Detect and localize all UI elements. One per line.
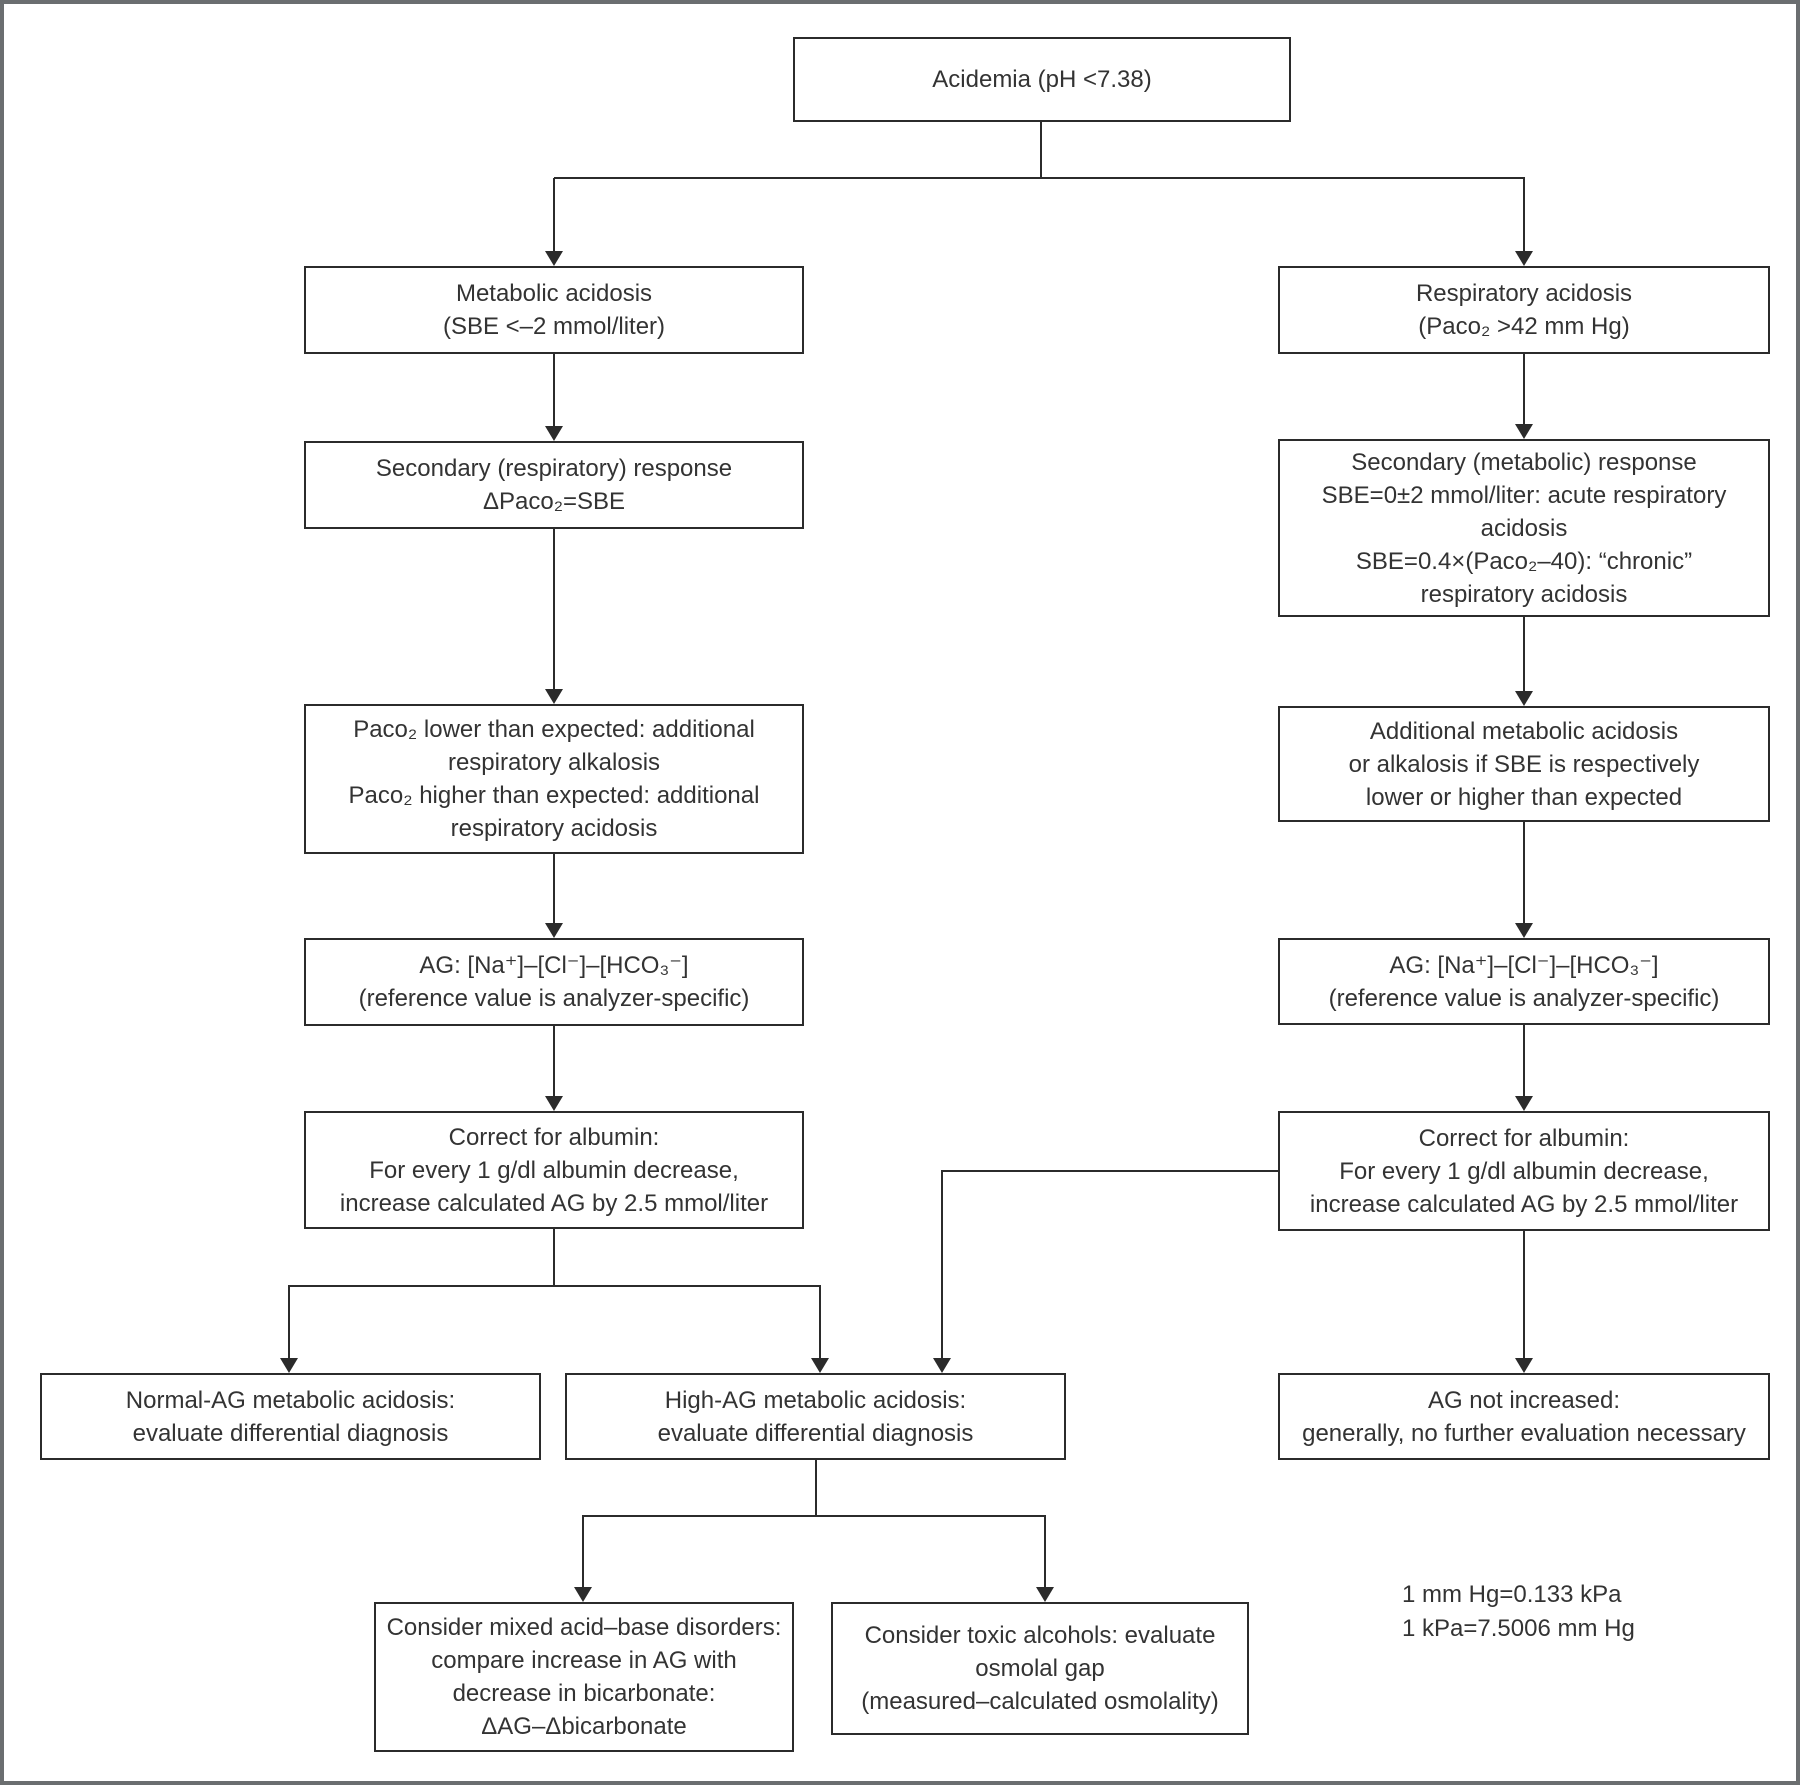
box-ag-not-increased: AG not increased: generally, no further … — [1278, 1373, 1770, 1460]
connector-cross-down — [941, 1171, 943, 1360]
box-correct-albumin-left: Correct for albumin: For every 1 g/dl al… — [304, 1111, 804, 1229]
box-secondary-respiratory: Secondary (respiratory) response ΔPaco₂=… — [304, 441, 804, 529]
box-paco2-expected: Paco₂ lower than expected: additional re… — [304, 704, 804, 854]
arrowhead-into-secondary-metabolic — [1515, 424, 1533, 439]
box-correct-albumin-right: Correct for albumin: For every 1 g/dl al… — [1278, 1111, 1770, 1231]
connector-to-normal-ag — [288, 1286, 290, 1360]
box-toxic-alcohols: Consider toxic alcohols: evaluate osmola… — [831, 1602, 1249, 1735]
connector-correct-left-split — [288, 1285, 821, 1287]
arrowhead-into-correct-right — [1515, 1096, 1533, 1111]
connector-to-toxic-alcohols — [1044, 1516, 1046, 1589]
connector-respiratory-to-secondary — [1523, 354, 1525, 426]
box-normal-ag: Normal-AG metabolic acidosis: evaluate d… — [40, 1373, 541, 1460]
arrowhead-into-normal-ag — [280, 1358, 298, 1373]
box-anion-gap-left: AG: [Na⁺]–[Cl⁻]–[HCO₃⁻] (reference value… — [304, 938, 804, 1026]
arrowhead-into-mixed-disorders — [574, 1587, 592, 1602]
connector-to-high-ag-left — [819, 1286, 821, 1360]
arrowhead-into-ag-right — [1515, 923, 1533, 938]
box-acidemia: Acidemia (pH <7.38) — [793, 37, 1291, 122]
arrowhead-into-toxic-alcohols — [1036, 1587, 1054, 1602]
connector-to-mixed-disorders — [582, 1516, 584, 1589]
arrowhead-into-ag-left — [545, 923, 563, 938]
connector-correct-right-stem — [1523, 1231, 1525, 1360]
connector-high-ag-split — [582, 1515, 1046, 1517]
arrowhead-into-respiratory — [1515, 251, 1533, 266]
arrowhead-into-correct-left — [545, 1096, 563, 1111]
arrowhead-into-high-ag-right — [933, 1358, 951, 1373]
box-high-ag: High-AG metabolic acidosis: evaluate dif… — [565, 1373, 1066, 1460]
connector-additional-to-ag — [1523, 822, 1525, 925]
box-additional-metabolic: Additional metabolic acidosis or alkalos… — [1278, 706, 1770, 822]
box-anion-gap-right: AG: [Na⁺]–[Cl⁻]–[HCO₃⁻] (reference value… — [1278, 938, 1770, 1025]
connector-correct-left-stem — [553, 1229, 555, 1287]
connector-metabolic-to-secondary — [553, 354, 555, 428]
arrowhead-into-ag-not-increased — [1515, 1358, 1533, 1373]
box-mixed-disorders: Consider mixed acid–base disorders: comp… — [374, 1602, 794, 1752]
arrowhead-into-secondary-respiratory — [545, 426, 563, 441]
connector-ag-to-correct-left — [553, 1026, 555, 1098]
connector-to-respiratory — [1523, 178, 1525, 253]
connector-high-ag-stem — [815, 1460, 817, 1517]
arrowhead-into-metabolic — [545, 251, 563, 266]
connector-ag-to-correct-right — [1523, 1025, 1525, 1098]
box-metabolic-acidosis: Metabolic acidosis (SBE <–2 mmol/liter) — [304, 266, 804, 354]
connector-to-metabolic — [553, 178, 555, 253]
connector-acidemia-stem — [1040, 122, 1042, 178]
connector-paco2-to-ag — [553, 854, 555, 925]
arrowhead-into-paco2-expected — [545, 689, 563, 704]
connector-correct-right-cross — [941, 1170, 1278, 1172]
arrowhead-into-additional-metabolic — [1515, 691, 1533, 706]
box-respiratory-acidosis: Respiratory acidosis (Paco₂ >42 mm Hg) — [1278, 266, 1770, 354]
box-secondary-metabolic: Secondary (metabolic) response SBE=0±2 m… — [1278, 439, 1770, 617]
arrowhead-into-high-ag-left — [811, 1358, 829, 1373]
connector-secondary-to-paco2 — [553, 529, 555, 691]
unit-conversion-note: 1 mm Hg=0.133 kPa 1 kPa=7.5006 mm Hg — [1402, 1581, 1635, 1642]
connector-acidemia-split — [554, 177, 1525, 179]
connector-secondary-to-additional — [1523, 617, 1525, 693]
